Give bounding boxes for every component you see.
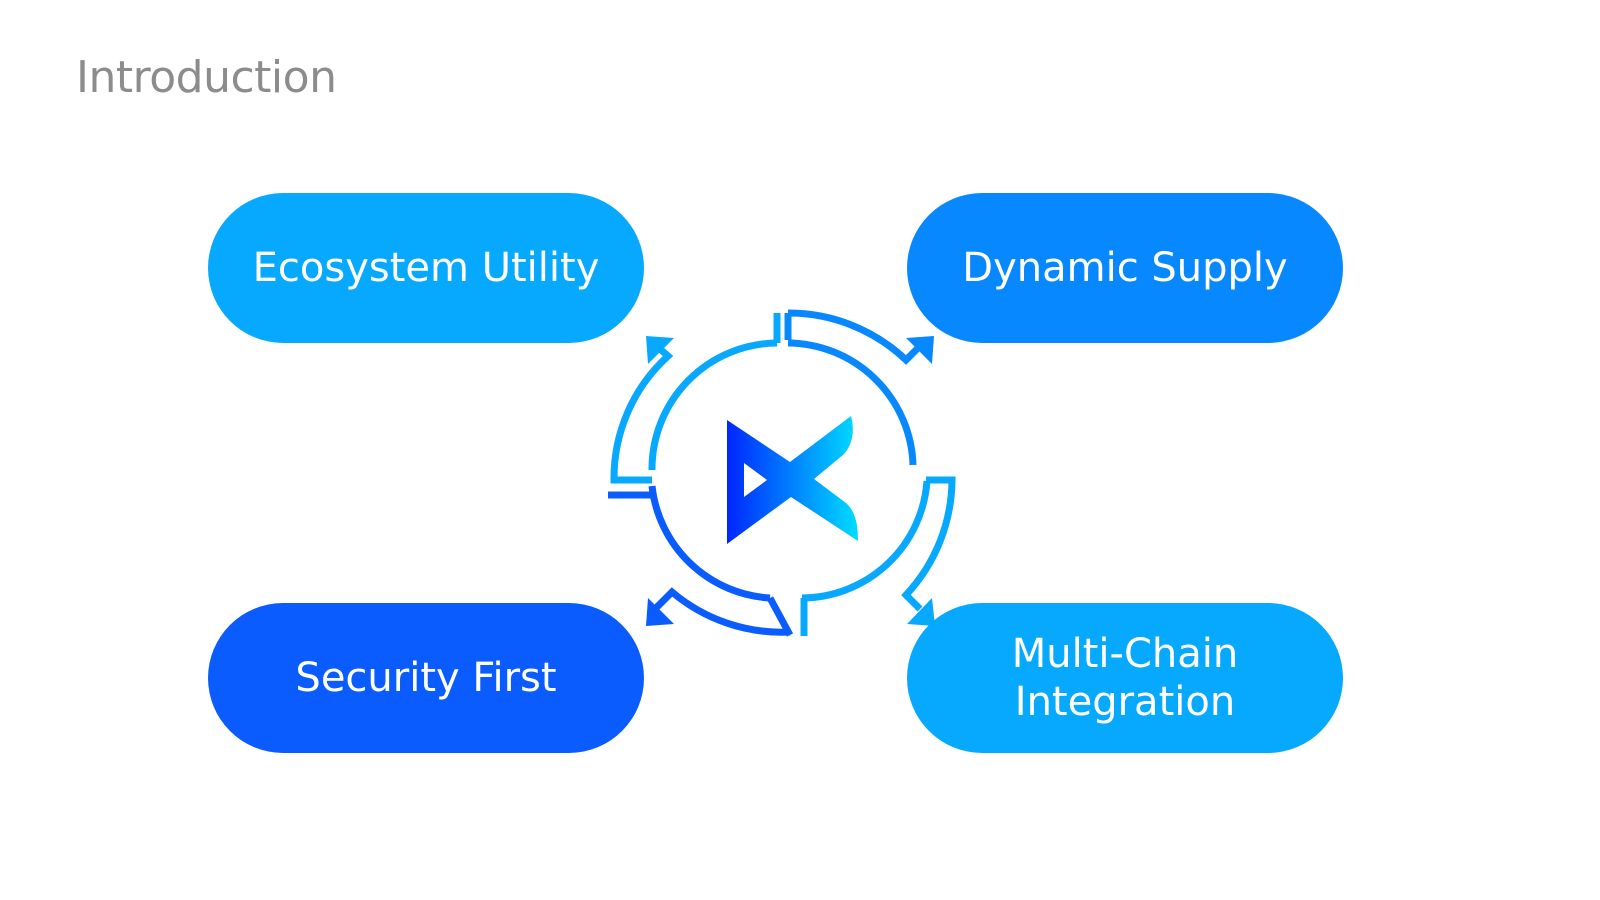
pill-multi-chain-integration: Multi-Chain Integration bbox=[907, 603, 1343, 753]
arrowhead-top-right-icon bbox=[906, 336, 934, 364]
arrowheads bbox=[646, 336, 935, 626]
pill-label: Dynamic Supply bbox=[962, 245, 1288, 291]
ring-arc-top-right bbox=[787, 339, 917, 466]
arrow-top-right bbox=[784, 309, 923, 365]
arrowhead-bottom-left-icon bbox=[646, 598, 674, 626]
arrow-top-left bbox=[610, 313, 781, 484]
pill-ecosystem-utility: Ecosystem Utility bbox=[208, 193, 644, 343]
page-title: Introduction bbox=[76, 52, 337, 103]
ring-arc-bottom-right bbox=[801, 480, 931, 602]
cycle-diagram bbox=[608, 309, 956, 637]
pill-label: Ecosystem Utility bbox=[252, 245, 600, 291]
arrow-bottom-left bbox=[608, 491, 794, 637]
pill-security-first: Security First bbox=[208, 603, 644, 753]
ring-arc-top-left bbox=[648, 339, 778, 471]
brand-logo-icon bbox=[727, 416, 858, 544]
arrowhead-top-left-icon bbox=[646, 336, 674, 364]
pill-label: Multi-Chain Integration bbox=[1011, 631, 1239, 725]
arrow-bottom-right bbox=[800, 476, 956, 636]
arrowhead-bottom-right-icon bbox=[907, 598, 935, 626]
ring-arc-bottom-left bbox=[648, 485, 771, 602]
pill-dynamic-supply: Dynamic Supply bbox=[907, 193, 1343, 343]
pill-label: Security First bbox=[295, 655, 557, 701]
